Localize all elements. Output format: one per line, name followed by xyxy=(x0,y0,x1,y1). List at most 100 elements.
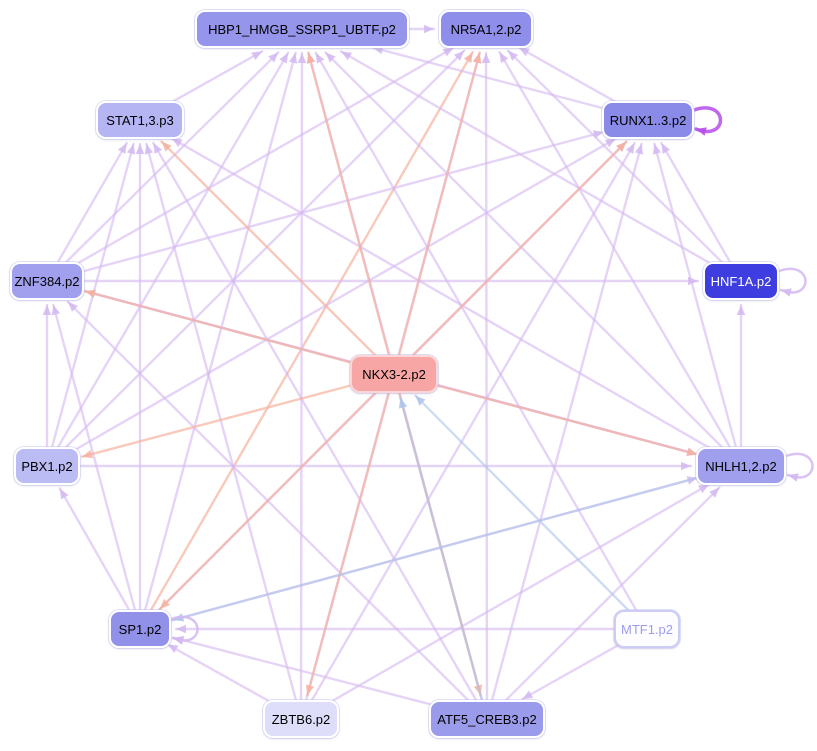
edge-arrowhead xyxy=(661,143,671,154)
node-NKX3-2[interactable]: NKX3-2.p2 xyxy=(350,355,438,393)
edge-ZBTB6-to-HBP1 xyxy=(299,51,304,701)
edge-arrowhead xyxy=(634,143,644,155)
edge-arrowhead xyxy=(698,484,709,494)
edge-SP1-to-HBP1 xyxy=(144,51,297,611)
edge-arrowhead xyxy=(625,143,635,154)
node-HBP1[interactable]: HBP1_HMGB_SSRP1_UBTF.p2 xyxy=(195,10,409,48)
edge-arrowhead xyxy=(85,289,96,298)
edge-NHLH1-to-HBP1 xyxy=(324,51,724,449)
edge-arrowhead xyxy=(161,141,172,152)
node-STAT1[interactable]: STAT1,3.p3 xyxy=(96,101,184,139)
node-SP1[interactable]: SP1.p2 xyxy=(109,610,171,648)
edge-arrowhead xyxy=(499,52,509,63)
edge-arrowhead xyxy=(508,50,519,61)
edge-NHLH1-to-RUNX1 xyxy=(653,142,737,448)
edge-arrowhead xyxy=(325,52,336,63)
edge-RUNX1-to-NR5A1 xyxy=(517,46,621,106)
edge-arrowhead xyxy=(709,487,720,498)
edge-MTF1-to-HBP1 xyxy=(314,51,638,612)
edge-NHLH1-to-SP1 xyxy=(172,475,704,622)
edge-ATF5-to-STAT1 xyxy=(152,141,477,701)
edge-NKX3-2-to-SP1 xyxy=(158,391,377,611)
node-HNF1A[interactable]: HNF1A.p2 xyxy=(703,262,779,300)
edge-ZNF384-to-NR5A1 xyxy=(71,46,455,268)
edge-arrowhead xyxy=(117,143,127,154)
edge-arrowhead xyxy=(173,636,184,645)
edge-ZNF384-to-STAT1 xyxy=(56,141,128,264)
edge-arrowhead xyxy=(652,143,662,155)
edge-arrowhead xyxy=(297,53,307,64)
node-NR5A1[interactable]: NR5A1,2.p2 xyxy=(439,10,533,48)
edge-arrowhead xyxy=(59,488,69,500)
node-ZNF384[interactable]: ZNF384.p2 xyxy=(10,262,84,300)
edge-ATF5-to-SP1 xyxy=(172,636,442,709)
edge-arrowhead xyxy=(481,52,491,64)
edge-arrowhead xyxy=(788,473,799,482)
edge-arrowhead xyxy=(126,143,136,155)
edge-arrowhead xyxy=(341,51,352,61)
edge-arrowhead xyxy=(696,127,707,136)
edge-arrowhead xyxy=(42,305,52,315)
edge-arrowhead xyxy=(306,52,316,64)
edge-arrowhead xyxy=(372,45,384,55)
edge-ZBTB6-to-STAT1 xyxy=(145,142,297,701)
edge-arrowhead xyxy=(159,598,171,610)
edge-arrowhead xyxy=(519,47,530,57)
node-NHLH1[interactable]: NHLH1,2.p2 xyxy=(696,447,786,485)
edge-NKX3-2-to-NR5A1 xyxy=(398,51,481,356)
edge-arrowhead xyxy=(415,395,426,406)
node-RUNX1[interactable]: RUNX1..3.p2 xyxy=(602,101,694,139)
edge-ZNF384-to-HBP1 xyxy=(63,51,280,265)
node-ZBTB6[interactable]: ZBTB6.p2 xyxy=(263,700,339,738)
edge-STAT1-to-HBP1 xyxy=(166,50,264,106)
edge-arrowhead xyxy=(144,143,154,155)
edge-NKX3-2-to-RUNX1 xyxy=(411,140,628,357)
edge-HNF1A-to-HBP1 xyxy=(339,50,717,268)
edge-SP1-to-PBX1 xyxy=(58,487,131,612)
edge-arrowhead xyxy=(82,449,93,459)
edge-HNF1A-to-RUNX1 xyxy=(660,141,732,264)
edge-arrowhead xyxy=(736,305,746,315)
node-ATF5[interactable]: ATF5_CREB3.p2 xyxy=(429,700,545,738)
edge-arrowhead xyxy=(167,644,179,654)
edge-arrowhead xyxy=(288,52,298,64)
edge-arrowhead xyxy=(51,304,61,316)
edge-arrowhead xyxy=(781,288,792,297)
edge-arrowhead xyxy=(424,24,434,34)
edge-ATF5-to-NR5A1 xyxy=(484,51,489,701)
edge-ZBTB6-to-RUNX1 xyxy=(310,141,636,702)
edge-HNF1A-to-NR5A1 xyxy=(506,49,725,265)
edge-arrowhead xyxy=(67,301,79,312)
edge-arrowhead xyxy=(279,52,289,64)
edge-arrowhead xyxy=(305,684,315,696)
edge-arrowhead xyxy=(463,52,473,64)
edge-arrowhead xyxy=(522,690,534,700)
edge-NHLH1-to-NR5A1 xyxy=(498,50,731,448)
edge-arrowhead xyxy=(604,138,616,148)
edge-SP1-to-ZNF384 xyxy=(52,303,136,611)
edge-arrowhead xyxy=(268,52,279,63)
edge-PBX1-to-NR5A1 xyxy=(63,49,466,450)
edge-arrowhead xyxy=(176,624,186,634)
edge-RUNX1-to-HBP1 xyxy=(371,46,610,111)
edge-ATF5-to-RUNX1 xyxy=(491,142,643,701)
edge-NKX3-2-to-HBP1 xyxy=(307,51,390,356)
edge-MTF1-to-ATF5 xyxy=(521,641,624,701)
node-PBX1[interactable]: PBX1.p2 xyxy=(14,447,80,485)
edge-arrowhead xyxy=(398,397,408,409)
edge-arrowhead xyxy=(442,47,454,57)
edge-MTF1-to-NKX3-2 xyxy=(414,394,632,613)
edge-NHLH1-to-STAT1 xyxy=(170,137,715,452)
edge-arrowhead xyxy=(686,447,698,456)
edge-NKX3-2-to-NHLH1 xyxy=(431,383,699,456)
edge-NKX3-2-to-STAT1 xyxy=(160,140,377,357)
node-MTF1[interactable]: MTF1.p2 xyxy=(614,610,680,648)
edge-NKX3-2-to-PBX1 xyxy=(80,383,357,458)
edge-arrowhead xyxy=(251,51,263,61)
edge-PBX1-to-RUNX1 xyxy=(70,137,617,454)
edge-arrowhead xyxy=(616,141,627,152)
edge-ZNF384-to-RUNX1 xyxy=(79,130,605,274)
edge-arrowhead xyxy=(171,138,183,147)
